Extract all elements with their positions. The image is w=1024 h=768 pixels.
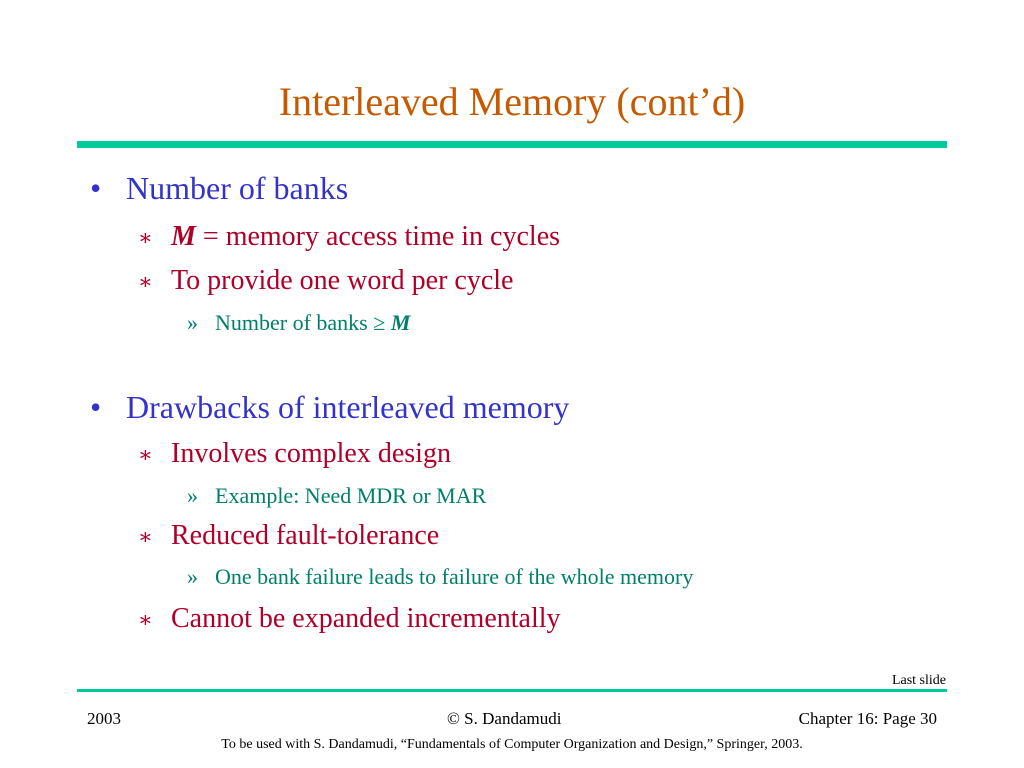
subbullet-fault-tolerance: ∗ Reduced fault-tolerance [138,520,440,552]
bullet-drawbacks: • Drawbacks of interleaved memory [90,389,570,426]
bullet-number-of-banks: • Number of banks [90,170,349,207]
bullet-marker: • [90,170,102,206]
subsubbullet-marker: » [187,483,198,508]
slide-title: Interleaved Memory (cont’d) [278,79,746,124]
subbullet-text: Involves complex design [171,438,451,469]
subbullet-marker: ∗ [138,607,153,632]
subbullet-text: = memory access time in cycles [195,221,561,252]
subbullet-complex-design: ∗ Involves complex design [138,438,451,470]
subbullet-one-word-per-cycle: ∗ To provide one word per cycle [138,265,514,297]
footer-author: © S. Dandamudi [447,709,562,728]
variable-m: M [390,310,411,335]
bullet-text: Number of banks [126,170,349,206]
footer-divider [77,689,947,692]
subbullet-marker: ∗ [138,442,153,467]
subsubbullet-marker: » [187,564,198,589]
subsubbullet-banks-ge-m: » Number of banks ≥ M [187,310,411,336]
variable-m: M [171,221,196,252]
last-slide-link[interactable]: Last slide [891,673,946,688]
subbullet-not-expandable: ∗ Cannot be expanded incrementally [138,603,561,635]
subsubbullet-marker: » [187,310,198,335]
footer-page-number: Chapter 16: Page 30 [798,709,937,728]
bullet-marker: • [90,389,102,425]
footer-citation: To be used with S. Dandamudi, “Fundament… [221,737,803,752]
subbullet-text: Cannot be expanded incrementally [171,603,561,634]
subsubbullet-bank-failure: » One bank failure leads to failure of t… [187,564,694,590]
subsubbullet-text: Number of banks ≥ [215,310,391,335]
subbullet-marker: ∗ [138,225,153,250]
subbullet-text: To provide one word per cycle [171,265,514,296]
subbullet-marker: ∗ [138,524,153,549]
bullet-text: Drawbacks of interleaved memory [126,389,570,425]
footer-year: 2003 [87,709,121,728]
subbullet-marker: ∗ [138,269,153,294]
subsubbullet-text: Example: Need MDR or MAR [215,483,487,508]
subsubbullet-mdr-mar: » Example: Need MDR or MAR [187,483,487,509]
subbullet-text: Reduced fault-tolerance [171,520,440,551]
subbullet-m-definition: ∗ M = memory access time in cycles [138,221,561,253]
subsubbullet-text: One bank failure leads to failure of the… [215,564,694,589]
title-divider [77,141,947,148]
